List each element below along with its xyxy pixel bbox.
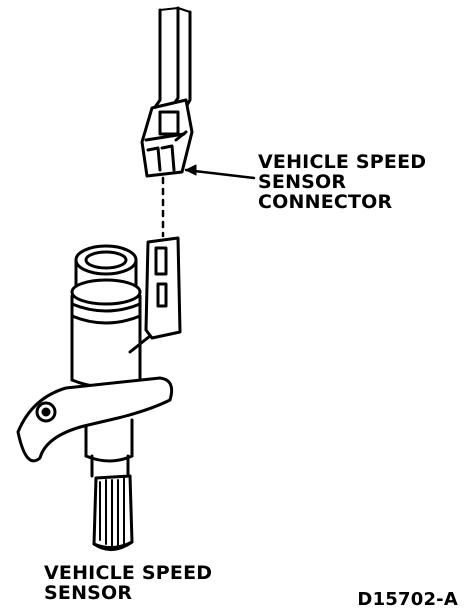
leader-arrowhead <box>185 164 197 176</box>
connector-leader-line <box>184 168 256 180</box>
drive-gear <box>92 474 134 551</box>
sensor-label-line-2: SENSOR <box>44 582 133 604</box>
connector-label-line-3: CONNECTOR <box>258 191 393 213</box>
sensor-shaft <box>84 418 134 478</box>
mounting-flange <box>16 376 174 463</box>
figure-id: D15702-A <box>357 589 458 610</box>
connector-label: VEHICLE SPEED SENSOR CONNECTOR <box>258 152 426 212</box>
sensor-label-line-1: VEHICLE SPEED <box>44 562 213 584</box>
sensor-connector <box>140 98 194 178</box>
connector-label-line-2: SENSOR <box>258 171 347 193</box>
connector-label-line-1: VEHICLE SPEED <box>258 151 427 173</box>
connector-wires <box>151 6 192 114</box>
sensor-body <box>70 244 142 389</box>
sensor-label: VEHICLE SPEED SENSOR <box>44 563 212 603</box>
